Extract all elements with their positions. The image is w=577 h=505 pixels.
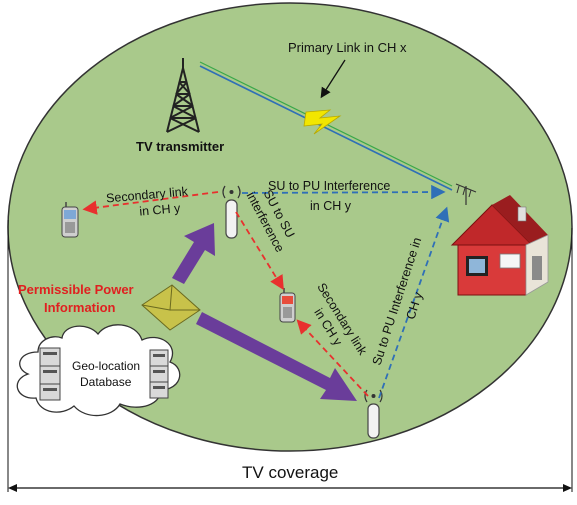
primary-link-pointer (320, 59, 346, 99)
tv-coverage-label: TV coverage (242, 463, 338, 482)
database-label-2: Database (80, 375, 132, 389)
permissible-power-label: Permissible Power (18, 282, 134, 297)
su-pu-interference-arrow (241, 184, 446, 200)
dimension-arrowhead-right (563, 484, 572, 492)
permissible-power-label-2: Information (44, 300, 116, 315)
tv-tower-icon (166, 58, 200, 133)
database-to-su-arrow (196, 312, 357, 401)
dimension-arrowhead-left (8, 484, 17, 492)
su-pu-interference-channel: in CH y (310, 199, 352, 213)
server-icon (39, 347, 61, 401)
su-pu-interference-label: SU to PU Interference (268, 179, 390, 193)
secondary-link-channel: in CH y (139, 201, 182, 219)
mobile-phone-icon (279, 288, 296, 323)
primary-link-label: Primary Link in CH x (288, 40, 407, 55)
envelope-icon (141, 284, 201, 331)
su-base-station-icon (222, 185, 241, 239)
lightning-icon (303, 109, 342, 135)
server-icon (149, 349, 169, 399)
tv-transmitter-label: TV transmitter (136, 139, 224, 154)
primary-link-line-blue (199, 65, 453, 191)
mobile-phone-icon (61, 202, 79, 238)
database-to-su-arrow (172, 223, 215, 284)
su-pu-interference-arrow (378, 206, 450, 399)
su-su-interference-arrow (235, 211, 284, 291)
database-label: Geo-location (72, 359, 140, 373)
secondary-link-arrow (296, 319, 369, 397)
secondary-link-arrow (82, 191, 219, 215)
house-icon (450, 183, 549, 296)
su-base-station-icon (364, 389, 383, 439)
